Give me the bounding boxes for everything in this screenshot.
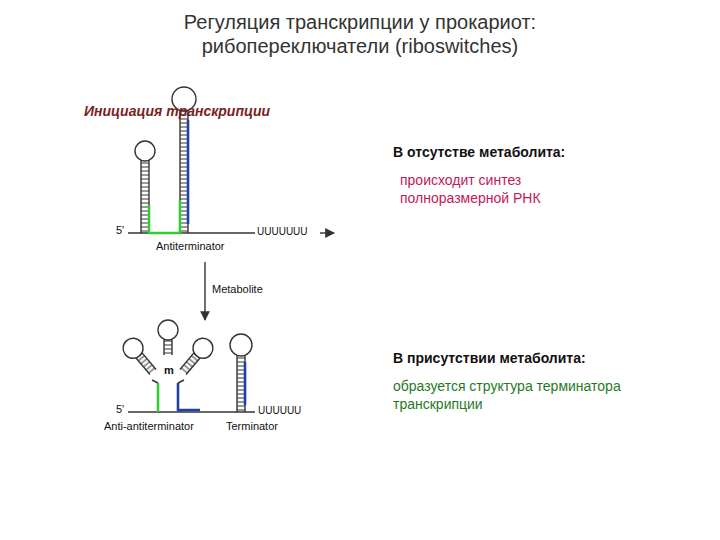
strand-end: 5' [115, 403, 125, 417]
section-heading: Инициация транскрипции [84, 103, 270, 121]
junction-strand [178, 380, 184, 383]
blue-segment [187, 120, 190, 224]
structure-label: Antiterminator [156, 240, 224, 254]
terminator-hairpin [230, 334, 252, 412]
hairpin [135, 141, 155, 233]
green-segment [149, 200, 180, 233]
strand-end: 5' [115, 224, 125, 238]
poly-u-tail: UUUUUU [258, 405, 301, 418]
blue-segment [178, 383, 200, 410]
blue-segment [244, 362, 247, 405]
hairpin [158, 320, 178, 355]
condition-result: происходит синтез полноразмерной РНК [400, 172, 610, 207]
rna-direction-arrow [320, 232, 334, 233]
structure-label: Anti-antiterminator [104, 420, 194, 434]
green-segment [157, 383, 160, 412]
poly-u-tail: UUUUUUU [257, 226, 308, 239]
transition-arrow [204, 262, 205, 320]
condition-result: образуется структура терминатора транскр… [393, 378, 633, 413]
condition-heading: В присутствии метаболита: [393, 350, 586, 368]
rna-strand [128, 411, 255, 412]
slide-title: Регуляция транскрипции у прокариот: рибо… [140, 10, 580, 58]
junction-strand [152, 380, 158, 383]
hairpin [119, 334, 161, 378]
arrow-label: Metabolite [212, 283, 263, 297]
structure-label: Terminator [226, 420, 278, 434]
condition-heading: В отсутстве метаболита: [393, 144, 565, 162]
metabolite-mark: m [163, 364, 175, 378]
hairpin [175, 334, 217, 378]
